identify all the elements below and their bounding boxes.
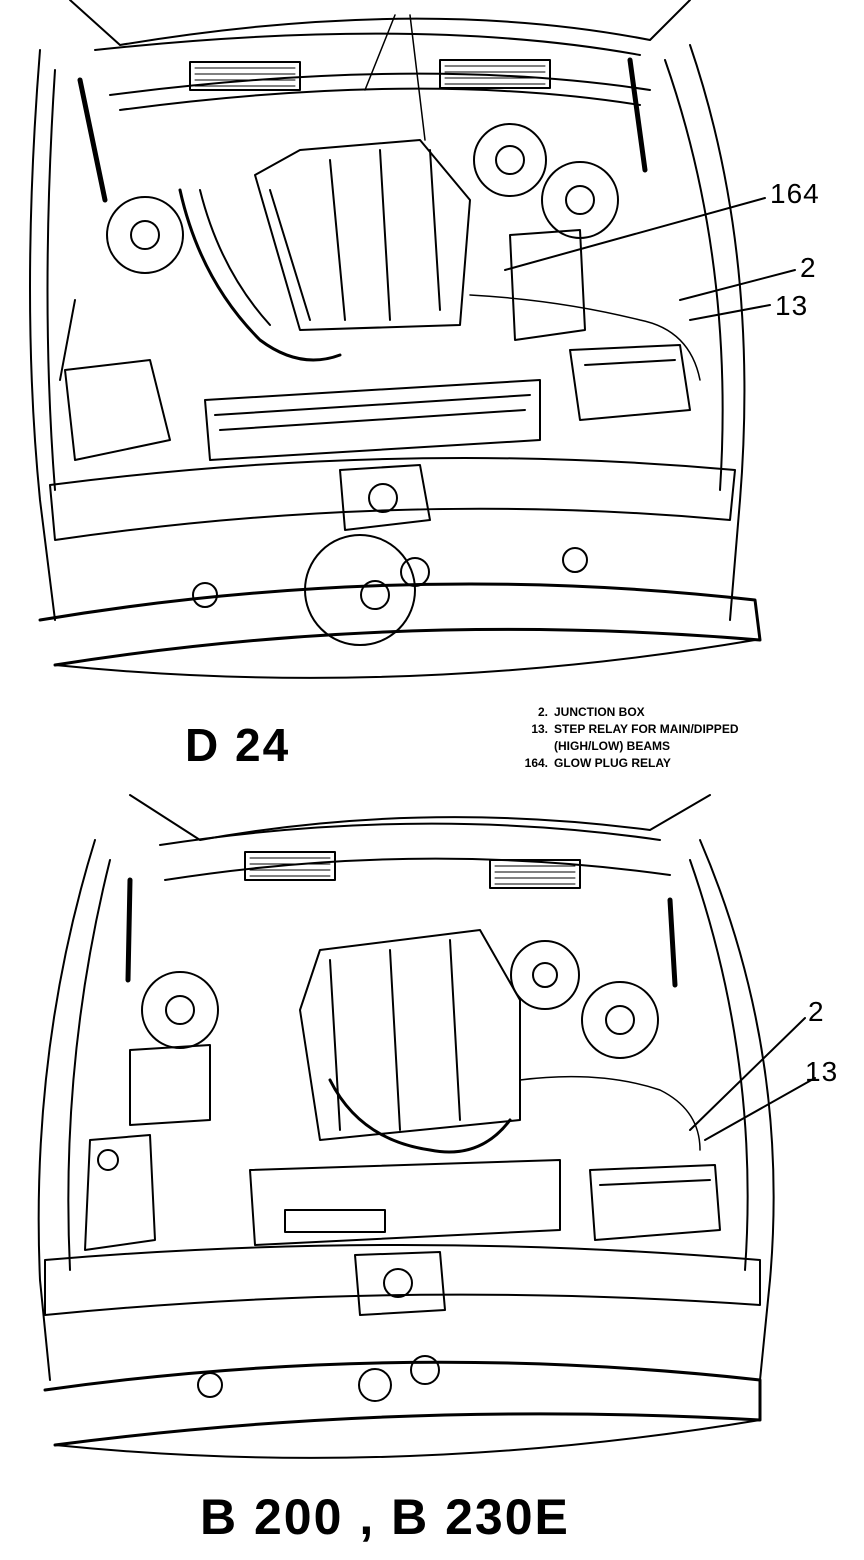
coolant-reservoir (509, 229, 586, 341)
hood-outline (69, 0, 691, 46)
leader-2 (689, 1017, 806, 1131)
cowl-vent-right (489, 859, 581, 889)
cooling-fan (304, 534, 416, 646)
air-filter-box (84, 1134, 156, 1251)
callout-2-top: 2 (800, 252, 817, 283)
hood-strut-left (77, 77, 108, 203)
leader-2 (679, 269, 796, 301)
strut-tower-left (106, 196, 184, 274)
leader-164 (504, 197, 766, 271)
front-crossmember (44, 1244, 761, 1316)
wiring-harness (469, 294, 701, 381)
air-filter-box (64, 359, 171, 461)
legend-item-13-continued: (HIGH/LOW) BEAMS (554, 739, 670, 753)
legend-item-2: 2. JUNCTION BOX (537, 705, 645, 719)
cowl-vent-left (244, 851, 336, 881)
fender-left (37, 839, 96, 1381)
engine-block (254, 139, 471, 331)
coolant-reservoir (129, 1044, 211, 1126)
radiator (249, 1159, 561, 1246)
engine-bay-d24 (29, 0, 796, 679)
front-crossmember (49, 457, 736, 541)
radiator (204, 379, 541, 461)
model-label-b200-b230e: B 200 , B 230E (200, 1489, 570, 1545)
engine-block (299, 929, 521, 1141)
intake-hose (178, 188, 342, 362)
hood-strut-right (627, 57, 648, 173)
engine-bay-b200-b230e (37, 794, 816, 1459)
callout-2-bottom: 2 (808, 996, 825, 1027)
model-label-d24: D 24 (185, 719, 291, 771)
hood-strut-left (125, 877, 133, 983)
callout-13-bottom: 13 (805, 1056, 839, 1087)
legend-item-164: 164. GLOW PLUG RELAY (524, 756, 671, 770)
fender-right (699, 839, 775, 1381)
fender-right (689, 44, 746, 621)
wiring-harness (519, 1075, 701, 1151)
pulley (510, 940, 580, 1010)
pulley (473, 123, 547, 197)
front-bumper (43, 1360, 762, 1447)
strut-tower-left (141, 971, 219, 1049)
strut-tower-right (581, 981, 659, 1059)
intake-hose (328, 1078, 512, 1154)
hood-strut-right (667, 897, 678, 988)
callout-164-top: 164 (770, 178, 820, 209)
front-bumper (38, 582, 762, 667)
callout-13-top: 13 (775, 290, 809, 321)
fender-left (29, 49, 56, 621)
hood-outline (129, 794, 711, 841)
battery (589, 1164, 721, 1241)
cowl-vent-left (189, 61, 301, 91)
leader-13 (689, 304, 771, 321)
strut-tower-right (541, 161, 619, 239)
battery (569, 344, 691, 421)
legend: 2. JUNCTION BOX 13. STEP RELAY FOR MAIN/… (500, 704, 739, 772)
cowl-vent-right (439, 59, 551, 89)
legend-item-13: 13. STEP RELAY FOR MAIN/DIPPED (531, 722, 739, 736)
leader-13 (704, 1077, 816, 1141)
